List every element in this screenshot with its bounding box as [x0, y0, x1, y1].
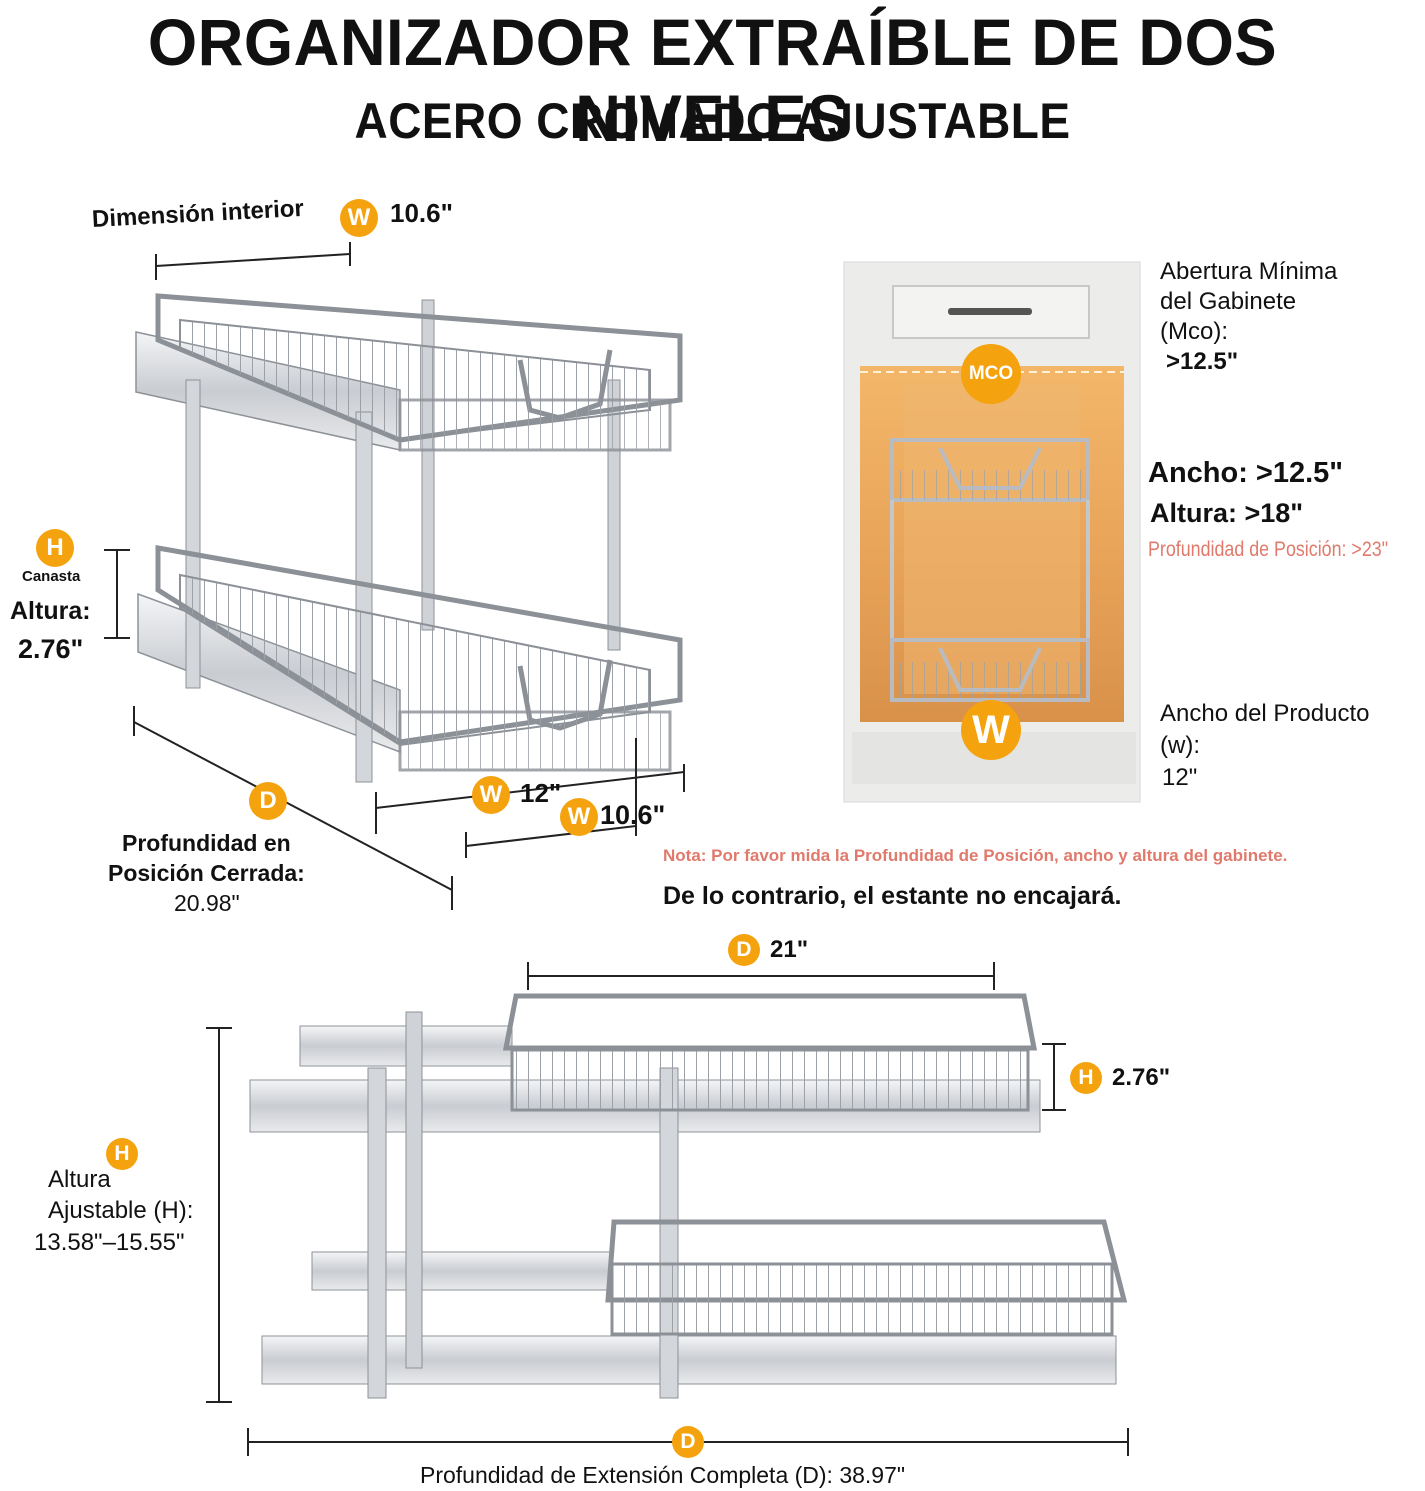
cabinet-drawing — [843, 261, 1141, 803]
cabinet-opening-label-1: Abertura Mínima — [1160, 258, 1338, 285]
extended-basket-depth-badge: D — [728, 934, 760, 966]
extended-basket-height-value: 2.76" — [1112, 1064, 1171, 1091]
inner-width-value-bottom: 10.6" — [600, 800, 666, 830]
organizer-closed-drawing — [104, 242, 685, 910]
inner-width-badge-bottom: W — [560, 798, 598, 836]
measurement-note: Nota: Por favor mida la Profundidad de P… — [663, 846, 1288, 865]
product-width-value: 12" — [1162, 764, 1198, 791]
closed-depth-label-1: Profundidad en — [122, 830, 291, 856]
product-width-label-1: Ancho del Producto — [1160, 700, 1370, 727]
page-subtitle: ACERO CROMADO AJUSTABLE — [354, 93, 1071, 149]
organizer-extended-drawing — [206, 962, 1129, 1456]
adjustable-height-label-2: Ajustable (H): — [48, 1197, 194, 1224]
basket-height-value: 2.76" — [18, 634, 84, 664]
extended-basket-depth-value: 21" — [770, 936, 809, 963]
basket-height-badge: H — [36, 529, 74, 567]
cabinet-depth-requirement: Profundidad de Posición: >23" — [1148, 538, 1389, 561]
inner-width-value: 10.6" — [390, 198, 453, 228]
inner-width-badge: W — [340, 199, 378, 237]
cabinet-width-requirement: Ancho: >12.5" — [1148, 457, 1344, 489]
mco-badge: MCO — [961, 344, 1021, 404]
outer-width-value: 12" — [520, 778, 562, 808]
cabinet-opening-label-3: (Mco): — [1160, 318, 1228, 345]
adjustable-height-label-1: Altura — [48, 1166, 111, 1193]
outer-width-badge: W — [472, 776, 510, 814]
basket-label: Canasta — [22, 568, 81, 585]
closed-depth-label-2: Posición Cerrada: — [108, 860, 305, 886]
closed-depth-value: 20.98" — [174, 890, 240, 916]
extended-basket-height-badge: H — [1070, 1062, 1102, 1094]
full-extension-depth-badge: D — [672, 1426, 704, 1458]
cabinet-opening-label-2: del Gabinete — [1160, 288, 1297, 315]
product-width-badge: W — [961, 700, 1021, 760]
page-title: ORGANIZADOR EXTRAÍBLE DE DOS NIVELES — [147, 5, 1278, 155]
adjustable-height-badge: H — [106, 1138, 138, 1170]
full-extension-depth-label: Profundidad de Extensión Completa (D): 3… — [420, 1462, 906, 1488]
closed-depth-badge: D — [249, 782, 287, 820]
adjustable-height-value: 13.58"–15.55" — [34, 1229, 185, 1256]
cabinet-opening-value: >12.5" — [1166, 348, 1239, 375]
basket-height-label: Altura: — [10, 597, 91, 625]
fit-warning: De lo contrario, el estante no encajará. — [663, 882, 1122, 910]
cabinet-height-requirement: Altura: >18" — [1150, 498, 1304, 528]
product-width-label-2: (w): — [1160, 732, 1200, 759]
